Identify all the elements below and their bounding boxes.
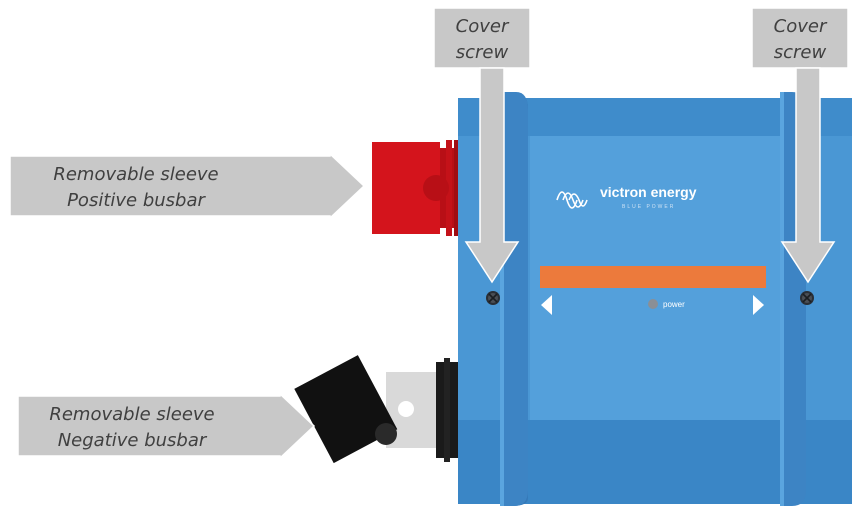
right-arrow-callout <box>9 152 366 220</box>
negative-terminal <box>294 355 458 464</box>
negative-sleeve-hole <box>375 423 397 445</box>
brand-name: victron energy <box>600 184 697 200</box>
power-label: power <box>663 300 685 309</box>
positive-terminal-bolt <box>423 175 449 201</box>
negative-terminal-flange <box>444 358 450 462</box>
brand-tagline: BLUE POWER <box>622 204 675 210</box>
callout-line-2: Positive busbar <box>67 190 206 211</box>
right-arrow-icon <box>753 295 764 315</box>
positive-terminal-flange-edge <box>454 140 458 236</box>
callout-box <box>751 7 849 69</box>
left-arrow-icon <box>541 295 552 315</box>
negative-busbar-hole <box>398 401 414 417</box>
cover-screw-left <box>486 291 500 305</box>
callout-line-1: Cover <box>456 16 510 37</box>
callout-cover-screw-left: Cover screw <box>433 7 531 284</box>
callout-line-1: Removable sleeve <box>49 404 214 425</box>
positive-terminal <box>372 140 458 236</box>
display-bar <box>540 266 766 288</box>
left-rail-front <box>500 92 528 506</box>
victron-logo-icon <box>556 191 588 209</box>
negative-sleeve-removed <box>294 355 398 464</box>
callout-line-2: screw <box>456 42 509 63</box>
left-rail-highlight <box>500 92 504 506</box>
callout-line-2: screw <box>774 42 827 63</box>
callout-negative-sleeve: Removable sleeve Negative busbar <box>17 392 316 460</box>
callout-box <box>433 7 531 69</box>
right-arrow-callout <box>17 392 316 460</box>
victron-logo: victron energy BLUE POWER <box>556 184 697 210</box>
callout-line-1: Removable sleeve <box>53 164 218 185</box>
callout-cover-screw-right: Cover screw <box>751 7 849 284</box>
right-rail-highlight <box>780 92 784 506</box>
cover-screw-right <box>800 291 814 305</box>
callout-line-2: Negative busbar <box>58 430 208 451</box>
power-led <box>648 299 658 309</box>
down-arrow-icon <box>464 67 520 284</box>
callout-line-1: Cover <box>774 16 828 37</box>
callout-positive-sleeve: Removable sleeve Positive busbar <box>9 152 366 220</box>
device-enclosure: victron energy BLUE POWER power <box>458 92 852 506</box>
down-arrow-icon <box>780 67 836 284</box>
